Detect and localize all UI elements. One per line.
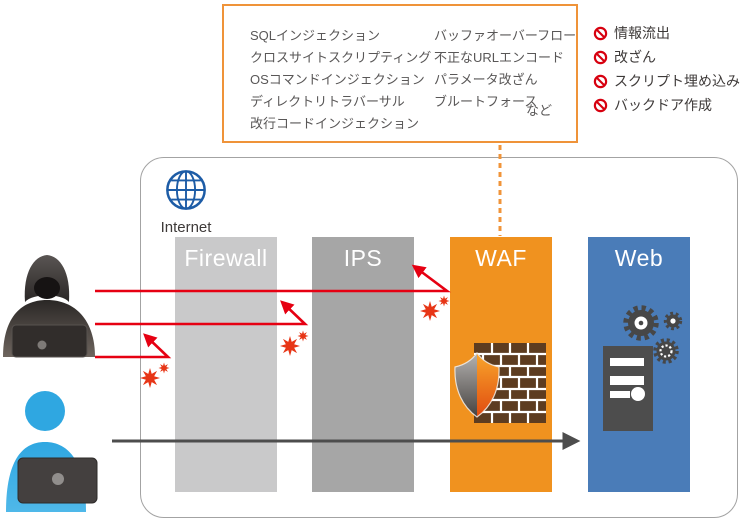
internet-node: Internet — [155, 168, 217, 236]
brick-wall-shield-icon — [454, 343, 546, 423]
prohibition-icon — [593, 98, 608, 112]
gear-icon — [653, 338, 679, 364]
column-ips-label: IPS — [343, 245, 383, 271]
blocked-item-label: 改ざん — [614, 49, 656, 65]
attack-type-item: クロスサイトスクリプティング — [250, 50, 432, 65]
user-icon — [6, 391, 98, 512]
blocked-item-label: スクリプト埋め込み — [614, 73, 740, 89]
blocked-item: スクリプト埋め込み — [593, 69, 740, 93]
attack-type-item: ディレクトリトラバーサル — [250, 94, 405, 109]
blocked-threats-list: 情報流出 改ざん スクリプト埋め込み バックドア作成 — [593, 21, 740, 117]
column-firewall: Firewall — [175, 237, 277, 492]
column-web: Web — [588, 237, 690, 492]
attack-types-box: SQLインジェクション クロスサイトスクリプティング OSコマンドインジェクショ… — [222, 4, 578, 143]
globe-icon — [166, 170, 206, 210]
attack-type-item: ブルートフォース — [434, 94, 538, 109]
blocked-item: 改ざん — [593, 45, 740, 69]
blocked-item: 情報流出 — [593, 21, 740, 45]
internet-label: Internet — [160, 219, 212, 236]
prohibition-icon — [593, 74, 608, 88]
blocked-item-label: 情報流出 — [614, 25, 670, 41]
column-web-label: Web — [614, 245, 664, 271]
hacker-icon — [3, 255, 95, 358]
attack-types-right-column: バッファオーバーフロー 不正なURLエンコード パラメータ改ざん ブルートフォー… — [434, 25, 576, 113]
attack-type-item: バッファオーバーフロー — [434, 28, 577, 43]
server-icon — [603, 346, 653, 431]
blocked-item-label: バックドア作成 — [614, 97, 712, 113]
gear-icon — [623, 305, 659, 341]
etc-label: など — [526, 103, 553, 118]
attack-types-left-column: SQLインジェクション クロスサイトスクリプティング OSコマンドインジェクショ… — [250, 25, 431, 135]
column-ips: IPS — [312, 237, 414, 492]
web-server-gears-icon — [603, 305, 683, 431]
attack-type-item: SQLインジェクション — [250, 28, 381, 43]
gear-icon — [663, 311, 683, 331]
prohibition-icon — [593, 50, 608, 64]
attack-type-item: パラメータ改ざん — [434, 72, 538, 87]
prohibition-icon — [593, 26, 608, 40]
attack-type-item: 改行コードインジェクション — [250, 116, 420, 131]
blocked-item: バックドア作成 — [593, 93, 740, 117]
column-waf-label: WAF — [475, 245, 527, 271]
attack-type-item: OSコマンドインジェクション — [250, 72, 425, 87]
attack-type-item: 不正なURLエンコード — [434, 50, 565, 65]
column-firewall-label: Firewall — [184, 245, 268, 271]
column-waf: WAF — [450, 237, 552, 492]
